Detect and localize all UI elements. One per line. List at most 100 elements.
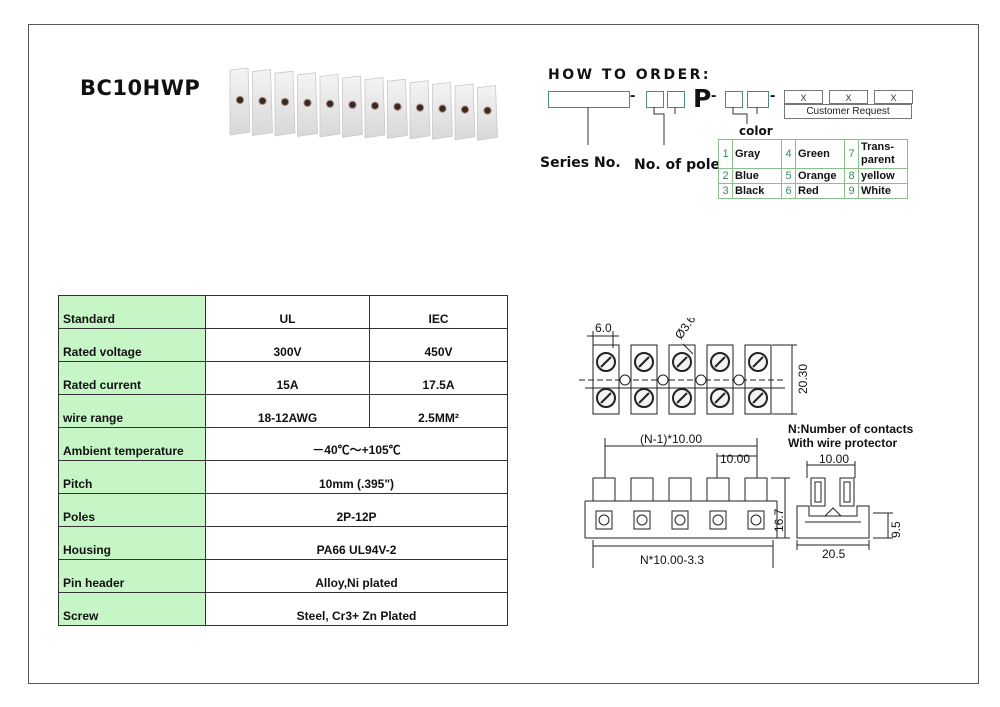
color-num: 1 xyxy=(718,139,733,169)
screw-slot xyxy=(714,356,726,368)
color-name: Gray xyxy=(732,139,782,169)
screw-slot xyxy=(752,356,764,368)
spec-value: PA66 UL94V-2 xyxy=(205,526,508,560)
spec-key: Screw xyxy=(58,592,206,626)
front-wire-entry xyxy=(633,510,651,530)
spec-value: 2P-12P xyxy=(205,493,508,527)
spec-key: Pitch xyxy=(58,460,206,494)
dash-3: - xyxy=(770,87,776,104)
trans-line-1: Trans- xyxy=(861,141,895,153)
wire-hole xyxy=(483,106,492,115)
color-num: 9 xyxy=(844,183,859,199)
screw-slot xyxy=(600,356,612,368)
color-name: Black xyxy=(732,183,782,199)
table-row: wire range 18-12AWG 2.5MM² xyxy=(58,394,508,428)
spec-value: Steel, Cr3+ Zn Plated xyxy=(205,592,508,626)
spec-key: Standard xyxy=(58,295,206,329)
color-name: Blue xyxy=(732,168,782,184)
table-row: Poles 2P-12P xyxy=(58,493,508,527)
color-name: Orange xyxy=(795,168,845,184)
spec-key: Rated current xyxy=(58,361,206,395)
pole-box-1 xyxy=(646,91,664,108)
dim-hole: Ø3.6 xyxy=(672,318,699,342)
front-wire-entry xyxy=(709,510,727,530)
top-module-body xyxy=(668,344,696,415)
spec-ul: 300V xyxy=(205,328,370,362)
front-wire-entry xyxy=(671,510,689,530)
front-view: 16.7 N*10.00-3.3 xyxy=(584,477,790,568)
front-screw-tower xyxy=(668,477,692,502)
dim-2030: 20.30 xyxy=(796,364,810,394)
mount-hole xyxy=(695,374,707,386)
dash-2: - xyxy=(711,87,717,104)
table-row: Pitch 10mm (.395") xyxy=(58,460,508,494)
table-row: Screw Steel, Cr3+ Zn Plated xyxy=(58,592,508,626)
top-module-body xyxy=(706,344,734,415)
wire-hole xyxy=(258,96,267,106)
dim-205: 20.5 xyxy=(822,547,846,561)
x-cell-1: X xyxy=(784,90,823,104)
top-module-body xyxy=(744,344,772,415)
color-name: yellow xyxy=(858,168,908,184)
mount-hole xyxy=(733,374,745,386)
top-module-body xyxy=(630,344,658,415)
note-contacts: N:Number of contacts xyxy=(788,422,914,436)
front-wire-hole xyxy=(712,514,724,526)
how-to-order-heading: HOW TO ORDER: xyxy=(548,67,712,83)
pole-box-2 xyxy=(667,91,685,108)
mount-hole xyxy=(619,374,631,386)
trans-line-2: parent xyxy=(861,154,895,166)
color-num: 3 xyxy=(718,183,733,199)
wire-hole xyxy=(348,100,357,109)
spec-value: －40℃～+105℃ xyxy=(205,427,508,461)
color-box-1 xyxy=(725,91,743,108)
front-wire-hole xyxy=(636,514,648,526)
x-cell-2: X xyxy=(829,90,868,104)
dim-10-side: 10.00 xyxy=(819,452,849,466)
front-screw-tower xyxy=(744,477,768,502)
spec-key: wire range xyxy=(58,394,206,428)
spec-key: Rated voltage xyxy=(58,328,206,362)
dim-10-front: 10.00 xyxy=(720,452,750,466)
color-name-transparent: Trans- parent xyxy=(858,139,908,169)
front-screw-tower xyxy=(706,477,730,502)
screw-slot xyxy=(676,392,688,404)
wire-hole xyxy=(393,102,402,111)
color-num: 2 xyxy=(718,168,733,184)
color-label: color xyxy=(739,124,773,138)
screw-slot xyxy=(676,356,688,368)
wire-hole xyxy=(303,98,312,107)
color-num: 8 xyxy=(844,168,859,184)
note-protector: With wire protector xyxy=(788,436,898,450)
wire-hole xyxy=(438,104,447,113)
dim-95: 9.5 xyxy=(889,521,903,538)
front-wire-hole xyxy=(674,514,686,526)
p-letter: P xyxy=(693,84,712,113)
color-name: White xyxy=(858,183,908,199)
spec-key: Housing xyxy=(58,526,206,560)
color-box-2 xyxy=(747,91,769,108)
front-wire-entry xyxy=(595,510,613,530)
mount-hole xyxy=(657,374,669,386)
table-row: Pin header Alloy,Ni plated xyxy=(58,559,508,593)
spec-iec: 450V xyxy=(369,328,508,362)
color-name: Red xyxy=(795,183,845,199)
wire-hole xyxy=(325,99,335,108)
spec-ul: 15A xyxy=(205,361,370,395)
front-screw-tower xyxy=(630,477,654,502)
spec-value: 10mm (.395") xyxy=(205,460,508,494)
page-frame xyxy=(28,24,979,684)
screw-slot xyxy=(600,392,612,404)
table-row: Rated current 15A 17.5A xyxy=(58,361,508,395)
screw-slot xyxy=(638,392,650,404)
color-name: Green xyxy=(795,139,845,169)
dim-6: 6.0 xyxy=(595,321,612,335)
color-num: 4 xyxy=(781,139,796,169)
table-row: Ambient temperature －40℃～+105℃ xyxy=(58,427,508,461)
screw-slot xyxy=(714,392,726,404)
table-row: Standard UL IEC xyxy=(58,295,508,329)
wire-hole xyxy=(460,105,470,114)
spec-key: Pin header xyxy=(58,559,206,593)
color-code-table: 1 Gray 4 Green 7 Trans- parent 2 Blue 5 … xyxy=(718,139,908,199)
screw-slot xyxy=(638,356,650,368)
